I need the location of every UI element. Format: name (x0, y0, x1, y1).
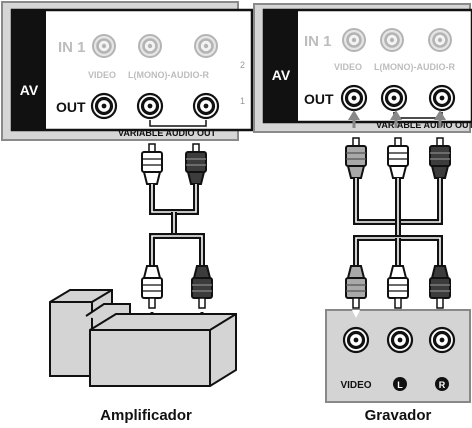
video-label: VIDEO (88, 70, 116, 80)
recorder-right-label: R (439, 380, 446, 390)
audio-label: L(MONO)-AUDIO-R (374, 62, 455, 72)
video-in-jack[interactable] (91, 33, 117, 59)
variable-audio-out-label: VARIABLE AUDIO OUT (118, 128, 217, 138)
av-label: AV (272, 67, 291, 83)
out-label: OUT (56, 99, 86, 115)
arrows-up (348, 110, 446, 128)
caption-amplifier: Amplificador (100, 407, 192, 424)
video-out-jack[interactable] (90, 92, 118, 120)
audio-right-in-jack[interactable] (427, 27, 453, 53)
audio-left-in-jack[interactable] (379, 27, 405, 53)
audio-right-in-jack[interactable] (193, 33, 219, 59)
edge-mark-1: 1 (240, 96, 245, 106)
edge-mark-2: 2 (240, 60, 245, 70)
av-label: AV (20, 82, 39, 98)
cable-left-upper (141, 143, 207, 236)
audio-label: L(MONO)-AUDIO-R (128, 70, 209, 80)
recorder-video-label: VIDEO (340, 380, 371, 391)
recorder-left-jack[interactable] (386, 326, 414, 354)
plug-dark (185, 143, 207, 185)
audio-left-out-jack[interactable] (380, 84, 408, 112)
amplifier (49, 289, 237, 387)
audio-right-out-jack[interactable] (192, 92, 220, 120)
right-channel-badge (435, 377, 449, 391)
video-out-jack[interactable] (340, 84, 368, 112)
audio-left-out-jack[interactable] (136, 92, 164, 120)
variable-audio-out-label: VARIABLE AUDIO OUT (376, 120, 472, 130)
plug-white (387, 137, 409, 179)
cable-right-lower (353, 235, 443, 266)
recorder: VIDEO L R (325, 265, 471, 403)
recorder-video-jack[interactable] (342, 326, 370, 354)
plug-dark (429, 265, 451, 309)
recorder-right-jack[interactable] (428, 326, 456, 354)
audio-left-in-jack[interactable] (137, 33, 163, 59)
plug-dark (191, 265, 213, 309)
arrow-up-icon (434, 110, 446, 120)
left-channel-badge (393, 377, 407, 391)
tv-panel-right: AV IN 1 VIDEO L(MONO)-AUDIO-R OUT VARIAB… (253, 3, 472, 133)
recorder-left-label: L (397, 380, 403, 390)
plug-white (141, 143, 163, 185)
video-in-jack[interactable] (341, 27, 367, 53)
video-label: VIDEO (334, 62, 362, 72)
av-block (12, 10, 46, 130)
audio-right-out-jack[interactable] (428, 84, 456, 112)
in1-label: IN 1 (58, 39, 86, 56)
av-block (264, 10, 298, 122)
caption-recorder: Gravador (365, 407, 432, 424)
plug-white (141, 265, 163, 309)
arrow-up-icon (390, 110, 402, 120)
cable-right-upper (345, 137, 451, 238)
out-label: OUT (304, 91, 334, 107)
plug-dark (429, 137, 451, 179)
tv-panel-left: AV IN 1 VIDEO L(MONO)-AUDIO-R OUT VARIAB… (1, 1, 254, 141)
in1-label: IN 1 (304, 33, 332, 50)
plug-white (387, 265, 409, 309)
plug-gray (345, 265, 367, 309)
plug-gray (345, 137, 367, 179)
arrow-up-icon (348, 110, 360, 120)
